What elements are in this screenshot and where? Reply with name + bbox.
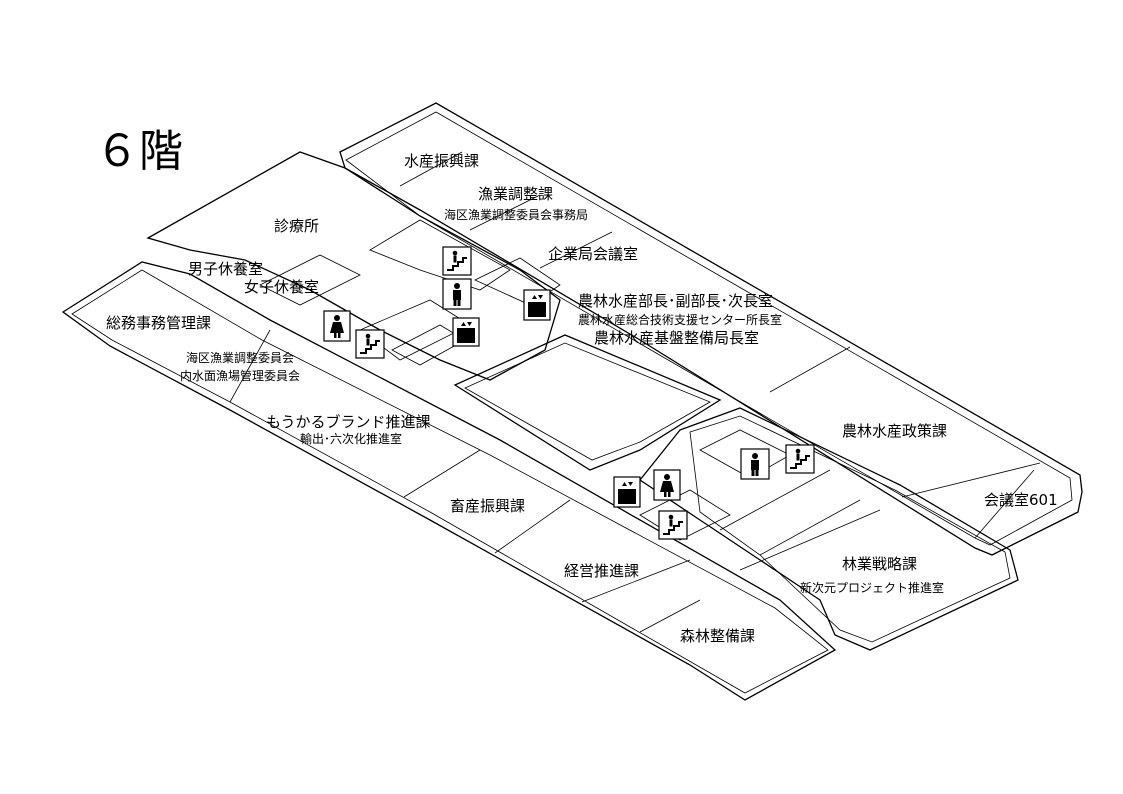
room-label-yushutsu: 輸出･六次化推進室 xyxy=(300,431,402,446)
stairs-icon xyxy=(442,246,472,276)
room-label-kaigi601: 会議室601 xyxy=(984,491,1058,509)
room-label-kaiku-iinkai: 海区漁業調整委員会 xyxy=(186,350,294,365)
room-label-kaiku-jimukyoku: 海区漁業調整委員会事務局 xyxy=(444,207,588,222)
stairs-icon xyxy=(658,510,688,540)
room-label-bucho-line2: 農林水産総合技術支援センター所長室 xyxy=(578,312,782,327)
room-label-somu-jimu: 総務事務管理課 xyxy=(106,314,211,332)
room-label-gyogyo-chosei: 漁業調整課 xyxy=(478,185,553,203)
room-label-bucho-line1: 農林水産部長･副部長･次長室 xyxy=(578,292,773,310)
womens-restroom-icon xyxy=(653,469,681,501)
room-label-chikusan: 畜産振興課 xyxy=(450,497,525,515)
room-label-suisan-shinko: 水産振興課 xyxy=(404,152,479,170)
courtyard xyxy=(453,334,722,471)
room-label-joshi-kyoyo: 女子休養室 xyxy=(244,278,319,296)
mens-restroom-icon xyxy=(740,448,770,480)
stairs-icon xyxy=(785,444,815,474)
room-label-moukaru: もうかるブランド推進課 xyxy=(266,413,431,431)
south-core xyxy=(639,407,1019,651)
womens-restroom-icon xyxy=(323,310,351,342)
elevator-icon xyxy=(523,289,551,321)
west-wing xyxy=(61,261,837,701)
room-label-shinryojo: 診療所 xyxy=(274,217,319,235)
stairs-icon xyxy=(355,329,385,359)
room-label-bucho-line3: 農林水産基盤整備局長室 xyxy=(594,329,759,347)
room-label-ringyo-senryaku: 林業戦略課 xyxy=(842,555,917,573)
elevator-icon xyxy=(613,476,641,508)
room-label-danshi-kyoyo: 男子休養室 xyxy=(188,260,263,278)
room-label-shinrin: 森林整備課 xyxy=(680,627,755,645)
room-label-naisuimen: 内水面漁場管理委員会 xyxy=(180,368,300,383)
elevator-icon xyxy=(452,317,480,347)
mens-restroom-icon xyxy=(442,278,472,310)
room-label-kigyokyoku-kaigi: 企業局会議室 xyxy=(548,245,638,263)
floor-title: ６階 xyxy=(95,126,183,177)
room-label-seisaku: 農林水産政策課 xyxy=(842,422,947,440)
room-label-shinjigen: 新次元プロジェクト推進室 xyxy=(800,580,944,595)
room-label-keiei: 経営推進課 xyxy=(564,562,639,580)
north-wing xyxy=(339,102,1083,556)
